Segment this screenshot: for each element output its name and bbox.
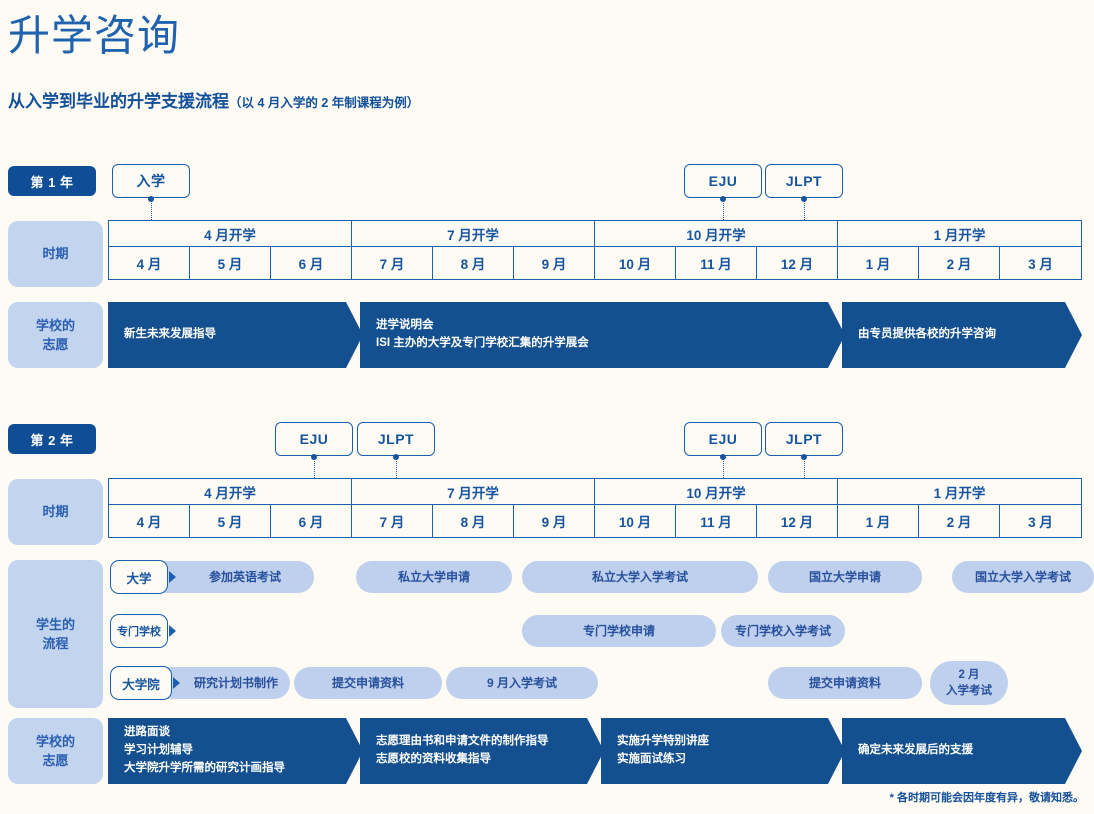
flow-category-graduate: 大学院 — [110, 666, 172, 700]
page-subtitle: 从入学到毕业的升学支援流程（以 4 月入学的 2 年制课程为例） — [8, 87, 419, 112]
year2-term-2: 10 月开学 — [594, 478, 838, 505]
year1-month-0: 4 月 — [108, 246, 190, 280]
year1-month-9: 1 月 — [837, 246, 919, 280]
year2-month-5: 9 月 — [513, 504, 595, 538]
year1-month-10: 2 月 — [918, 246, 1000, 280]
year1-eju-line — [723, 199, 724, 220]
year2-jlpt1-line — [396, 457, 397, 478]
year2-month-7: 11 月 — [675, 504, 757, 538]
year2-month-8: 12 月 — [756, 504, 838, 538]
year1-event-eju: EJU — [684, 164, 762, 198]
year1-support-item-2: 由专员提供各校的升学咨询 — [842, 302, 1082, 368]
year2-event-jlpt-1: JLPT — [357, 422, 435, 456]
year1-support-item-1: 进学说明会 ISI 主办的大学及专门学校汇集的升学展会 — [360, 302, 845, 368]
year1-badge: 第 1 年 — [8, 166, 96, 196]
flow-pill-u2: 私立大学入学考试 — [522, 561, 758, 593]
year2-eju1-line — [314, 457, 315, 478]
flow-pill-v0: 专门学校申请 — [522, 615, 716, 647]
year1-month-11: 3 月 — [999, 246, 1082, 280]
year2-month-9: 1 月 — [837, 504, 919, 538]
year1-month-4: 8 月 — [432, 246, 514, 280]
flow-category-university-arrow-icon — [169, 571, 176, 583]
year2-badge: 第 2 年 — [8, 424, 96, 454]
year1-month-5: 9 月 — [513, 246, 595, 280]
year1-month-2: 6 月 — [270, 246, 352, 280]
year2-support-item-0: 进路面谈 学习计划辅导 大学院升学所需的研究计画指导 — [108, 718, 363, 784]
year2-flow-label: 学生的 流程 — [8, 560, 103, 708]
year2-event-eju-1: EJU — [275, 422, 353, 456]
year2-term-0: 4 月开学 — [108, 478, 352, 505]
year2-month-4: 8 月 — [432, 504, 514, 538]
year1-month-3: 7 月 — [351, 246, 433, 280]
year1-term-1: 7 月开学 — [351, 220, 595, 247]
year2-month-11: 3 月 — [999, 504, 1082, 538]
year1-period-label: 时期 — [8, 221, 103, 287]
year1-month-8: 12 月 — [756, 246, 838, 280]
year1-support-label: 学校的 志愿 — [8, 302, 103, 368]
year1-support-item-0: 新生未来发展指导 — [108, 302, 363, 368]
page-title: 升学咨询 — [8, 12, 181, 59]
year2-eju2-line — [723, 457, 724, 478]
flow-category-university: 大学 — [110, 560, 168, 594]
year1-term-3: 1 月开学 — [837, 220, 1082, 247]
year1-term-0: 4 月开学 — [108, 220, 352, 247]
flow-pill-g4: 2 月 入学考试 — [930, 661, 1008, 705]
year2-support-label: 学校的 志愿 — [8, 718, 103, 784]
year1-month-6: 10 月 — [594, 246, 676, 280]
year2-term-3: 1 月开学 — [837, 478, 1082, 505]
year2-month-0: 4 月 — [108, 504, 190, 538]
year2-month-1: 5 月 — [189, 504, 271, 538]
year2-support-item-2: 实施升学特别讲座 实施面试练习 — [601, 718, 845, 784]
flow-category-vocational-arrow-icon — [169, 625, 176, 637]
year1-term-2: 10 月开学 — [594, 220, 838, 247]
year1-event-jlpt: JLPT — [765, 164, 843, 198]
flow-pill-g1: 提交申请资料 — [294, 667, 442, 699]
flow-category-graduate-arrow-icon — [173, 677, 180, 689]
year2-period-label: 时期 — [8, 479, 103, 545]
flow-pill-g3: 提交申请资料 — [768, 667, 922, 699]
subtitle-note: （以 4 月入学的 2 年制课程为例） — [229, 96, 420, 110]
year2-month-6: 10 月 — [594, 504, 676, 538]
year2-month-2: 6 月 — [270, 504, 352, 538]
flow-category-vocational: 专门学校 — [110, 614, 168, 648]
year1-event-enrollment: 入学 — [112, 164, 190, 198]
flow-pill-g2: 9 月入学考试 — [446, 667, 598, 699]
flow-pill-u1: 私立大学申请 — [356, 561, 512, 593]
year1-enrollment-line — [151, 199, 152, 220]
subtitle-main: 从入学到毕业的升学支援流程 — [8, 92, 229, 111]
flow-pill-u3: 国立大学申请 — [768, 561, 922, 593]
flow-pill-v1: 专门学校入学考试 — [721, 615, 845, 647]
flow-pill-u4: 国立大学入学考试 — [952, 561, 1094, 593]
year1-month-1: 5 月 — [189, 246, 271, 280]
year2-month-3: 7 月 — [351, 504, 433, 538]
year2-event-eju-2: EJU — [684, 422, 762, 456]
year2-support-item-1: 志愿理由书和申请文件的制作指导 志愿校的资料收集指导 — [360, 718, 604, 784]
footnote: * 各时期可能会因年度有异，敬请知悉。 — [889, 792, 1084, 804]
year2-support-item-3: 确定未来发展后的支援 — [842, 718, 1082, 784]
year1-month-7: 11 月 — [675, 246, 757, 280]
year2-term-1: 7 月开学 — [351, 478, 595, 505]
year2-event-jlpt-2: JLPT — [765, 422, 843, 456]
year2-month-10: 2 月 — [918, 504, 1000, 538]
year2-jlpt2-line — [804, 457, 805, 478]
year1-jlpt-line — [804, 199, 805, 220]
